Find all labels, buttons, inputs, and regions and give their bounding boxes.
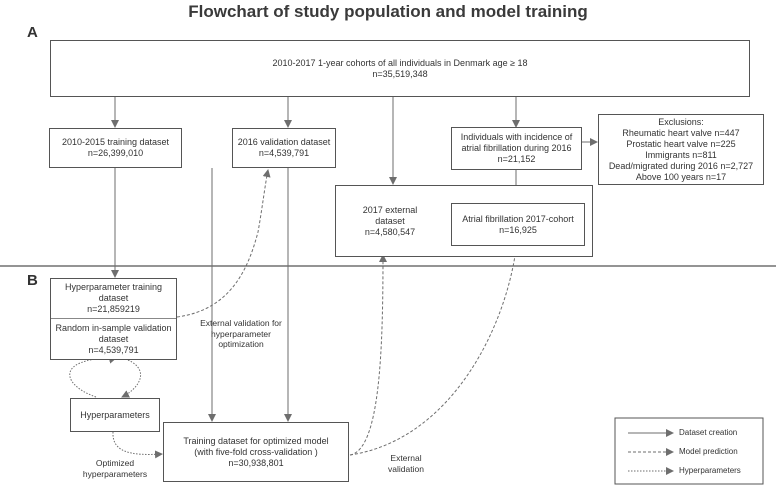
section-a-label: A (27, 24, 38, 41)
random-val-line1: Random in-sample validation (55, 322, 172, 333)
ext-val-hp-line3: optimization (218, 339, 264, 349)
final-training-line2: (with five-fold cross-validation ) (194, 446, 318, 457)
af-incidence-box: Individuals with incidence of atrial fib… (451, 127, 582, 170)
hp-training-line1: Hyperparameter training (64, 282, 163, 292)
af-cohort-box: Atrial fibrillation 2017-cohort n=16,925 (451, 203, 585, 246)
hp-training-line3: n=21,859219 (87, 304, 140, 314)
arrow-hp-to-validation (176, 169, 271, 318)
exclusion-item: Rheumatic heart valve n=447 (622, 127, 740, 138)
validation-line1: 2016 validation dataset (237, 137, 331, 147)
external-dataset-label: 2017 external dataset n=4,580,547 (350, 205, 430, 238)
external-line3: n=4,580,547 (364, 227, 416, 237)
af-incidence-line2: atrial fibrillation during 2016 (461, 143, 572, 153)
exclusion-item: Above 100 years n=17 (635, 171, 727, 182)
af-incidence-line3: n=21,152 (497, 154, 536, 164)
arrow-final-to-external (349, 254, 387, 456)
hyperparameters-box: Hyperparameters (70, 398, 160, 432)
optimized-line1: Optimized (95, 458, 135, 468)
validation-line2: n=4,539,791 (258, 148, 310, 158)
exclusion-item: Dead/migrated during 2016 n=2,727 (608, 160, 754, 171)
external-validation-line1: External (390, 453, 422, 463)
af-cohort-line2: n=16,925 (499, 224, 537, 235)
arrow-hparams-loop-down (121, 359, 141, 398)
exclusion-item: Prostatic heart valve n=225 (626, 138, 736, 149)
hp-training-line2: dataset (98, 293, 129, 303)
external-line1: 2017 external (362, 205, 418, 215)
exclusions-box: Exclusions: Rheumatic heart valve n=447 … (598, 114, 764, 185)
cohort-line1: 2010-2017 1-year cohorts of all individu… (272, 57, 528, 68)
random-val-line3: n=4,539,791 (88, 344, 139, 355)
final-training-line1: Training dataset for optimized model (183, 435, 329, 446)
exclusion-item: Immigrants n=811 (645, 149, 717, 160)
ext-val-hp-line1: External validation for (200, 318, 282, 328)
legend-creation-label: Dataset creation (679, 428, 738, 437)
final-training-line3: n=30,938,801 (228, 457, 284, 468)
figure-title: Flowchart of study population and model … (188, 2, 588, 21)
section-b-label: B (27, 272, 38, 289)
random-val-cell: Random in-sample validation dataset n=4,… (51, 319, 176, 359)
cohort-line2: n=35,519,348 (372, 68, 428, 79)
legend-prediction-label: Model prediction (679, 447, 738, 456)
training-box: 2010-2015 training dataset n=26,399,010 (49, 128, 182, 168)
external-line2: dataset (375, 216, 405, 226)
external-validation-label: External validation (376, 453, 436, 474)
final-training-box: Training dataset for optimized model (wi… (163, 422, 349, 482)
training-line2: n=26,399,010 (87, 148, 144, 158)
legend-frame (614, 417, 764, 485)
optimized-line2: hyperparameters (82, 468, 148, 479)
random-val-line2: dataset (98, 333, 129, 344)
hyperparameters-label: Hyperparameters (80, 409, 150, 420)
hp-training-cell: Hyperparameter training dataset n=21,859… (51, 279, 176, 319)
ext-val-hp-label: External validation for hyperparameter o… (186, 318, 296, 350)
hp-split-box: Hyperparameter training dataset n=21,859… (50, 278, 177, 360)
ext-val-hp-line2: hyperparameter (210, 328, 271, 339)
cohort-box: 2010-2017 1-year cohorts of all individu… (50, 40, 750, 97)
af-incidence-line1: Individuals with incidence of (460, 132, 573, 142)
external-validation-line2: validation (388, 463, 424, 474)
optimized-label: Optimized hyperparameters (65, 458, 165, 479)
af-cohort-line1: Atrial fibrillation 2017-cohort (462, 213, 574, 224)
arrow-final-to-afcohort (349, 248, 520, 456)
training-line1: 2010-2015 training dataset (61, 137, 170, 147)
arrow-hparams-loop-up (69, 355, 117, 398)
exclusions-heading: Exclusions: (658, 116, 704, 127)
legend-hyper-label: Hyperparameters (679, 466, 741, 475)
validation-box: 2016 validation dataset n=4,539,791 (232, 128, 336, 168)
arrow-optimized-to-final (112, 431, 163, 459)
